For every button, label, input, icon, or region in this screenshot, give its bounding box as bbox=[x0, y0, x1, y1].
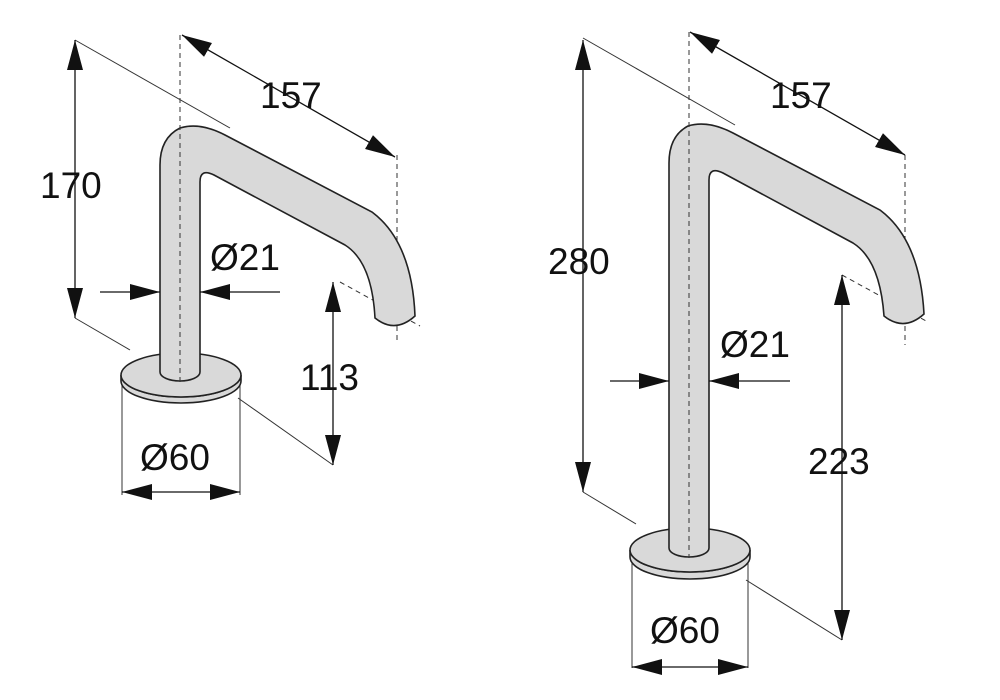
height-label: 280 bbox=[548, 241, 610, 282]
extension-line bbox=[74, 39, 231, 129]
extension-line bbox=[582, 491, 637, 525]
reach-label: 157 bbox=[770, 75, 832, 116]
tall-faucet: 280 157 Ø21 223 Ø60 bbox=[548, 31, 929, 675]
tube-diameter-label: Ø21 bbox=[720, 324, 790, 365]
extension-line bbox=[237, 397, 334, 466]
reach-dimension bbox=[689, 31, 906, 156]
extension-line bbox=[745, 579, 843, 641]
reach-dimension bbox=[181, 34, 396, 158]
extension-line bbox=[582, 37, 736, 126]
extension-line bbox=[74, 317, 131, 351]
base-diameter-label: Ø60 bbox=[650, 610, 720, 651]
short-faucet: 170 157 Ø21 113 Ø60 bbox=[40, 34, 421, 500]
spout bbox=[668, 123, 925, 558]
height-label: 170 bbox=[40, 165, 102, 206]
spout-height-label: 223 bbox=[808, 441, 870, 482]
reach-label: 157 bbox=[260, 75, 322, 116]
spout bbox=[159, 125, 416, 382]
tube-diameter-label: Ø21 bbox=[210, 237, 280, 278]
base-diameter-label: Ø60 bbox=[140, 437, 210, 478]
spout-height-label: 113 bbox=[300, 357, 359, 398]
